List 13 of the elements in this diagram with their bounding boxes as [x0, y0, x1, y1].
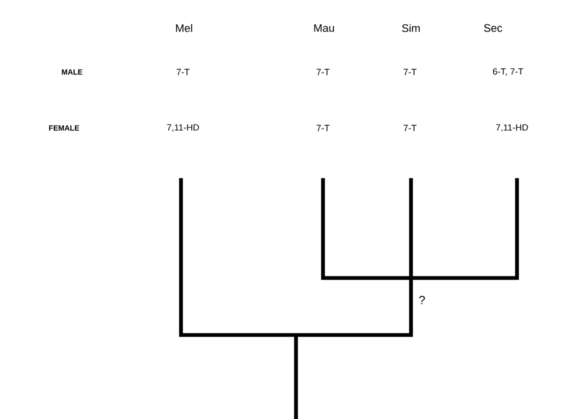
- table-cell: 7-T: [176, 68, 190, 76]
- column-header: Sec: [484, 24, 502, 32]
- table-cell: 7-T: [316, 124, 330, 132]
- table-cell: 7-T: [404, 68, 417, 76]
- column-header: Mel: [176, 24, 192, 32]
- table-cell: 7,11-HD: [496, 124, 528, 132]
- table-cell: 6-T, 7-T: [493, 68, 524, 76]
- column-header: Sim: [402, 24, 420, 32]
- table-cell: 7-T: [316, 68, 330, 76]
- table-cell: 7,11-HD: [167, 124, 199, 132]
- column-header: Mau: [314, 24, 334, 32]
- question-mark: ?: [419, 296, 425, 304]
- table-cell: 7-T: [404, 124, 417, 132]
